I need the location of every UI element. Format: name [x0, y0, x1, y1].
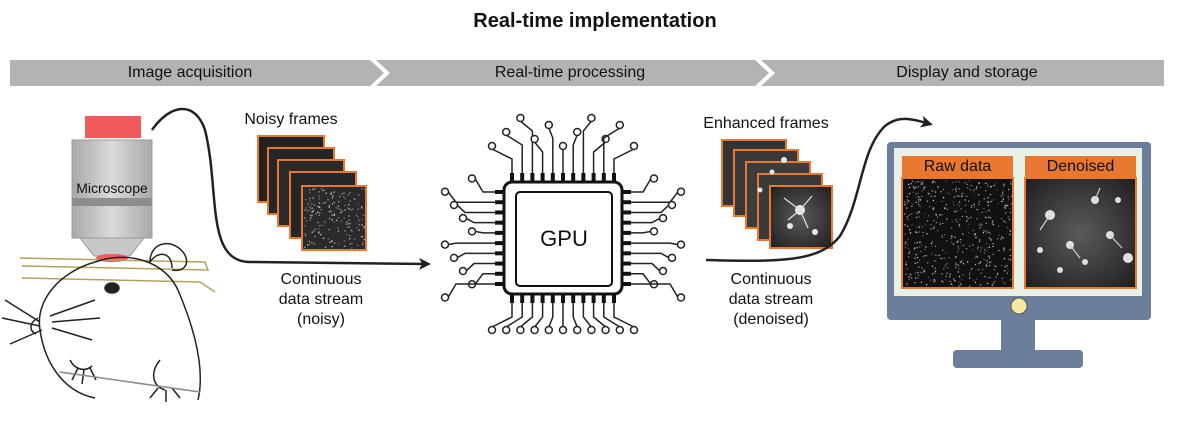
- stream-label-noisy-line-1: Continuous: [280, 271, 362, 288]
- neuron-highlight: [757, 157, 818, 235]
- raw-data-image: [901, 177, 1014, 289]
- denoised-label: Denoised: [1046, 158, 1115, 175]
- laser-beam: [85, 116, 141, 138]
- enhanced-frames-stack: [721, 139, 833, 249]
- mouse-illustration: [1, 242, 216, 402]
- denoised-neurons: [1037, 187, 1133, 273]
- raw-data-panel-header: [902, 156, 1013, 178]
- noise-speckle: [304, 188, 366, 249]
- denoised-panel-header: [1025, 156, 1136, 178]
- stage-label-acquisition: Image acquisition: [127, 64, 253, 81]
- stage-arrow-display: [761, 60, 1164, 86]
- monitor-stand: [953, 350, 1083, 368]
- objective-tip: [78, 237, 146, 257]
- raw-noise-speckle: [904, 180, 1013, 287]
- gpu-pins: [495, 173, 631, 303]
- microscope: [71, 116, 153, 262]
- stream-label-denoised-line-3: (denoised): [733, 311, 809, 328]
- enhanced-frames-label: Enhanced frames: [703, 115, 829, 132]
- noisy-frames-label: Noisy frames: [244, 111, 338, 128]
- denoised-image: [1024, 177, 1137, 289]
- data-stream-arrow-noisy: [150, 107, 431, 270]
- stream-label-noisy: Continuous data stream (noisy): [256, 270, 386, 330]
- gpu-circuit-traces: [440, 113, 686, 335]
- gpu-chip: [440, 113, 686, 335]
- monitor-neck: [1001, 320, 1035, 352]
- stream-label-noisy-line-2: data stream: [278, 291, 364, 308]
- power-button: [1010, 297, 1028, 315]
- pipeline-banner: [10, 60, 1164, 86]
- stream-label-denoised-line-2: data stream: [728, 291, 814, 308]
- monitor: [887, 142, 1151, 368]
- gpu-label: GPU: [540, 226, 588, 251]
- stage-label-display: Display and storage: [896, 64, 1038, 81]
- stage-arrow-acquisition: [10, 60, 384, 86]
- stream-label-denoised-line-1: Continuous: [730, 271, 812, 288]
- stage-arrow-processing: [376, 60, 769, 86]
- gpu-die: [515, 191, 613, 287]
- enhanced-frame-5: [769, 185, 833, 249]
- microscope-label: Microscope: [76, 180, 148, 196]
- data-stream-arrow-denoised: [705, 115, 933, 263]
- stream-label-denoised: Continuous data stream (denoised): [696, 270, 846, 330]
- figure-title: Real-time implementation: [473, 10, 717, 32]
- raw-data-label: Raw data: [923, 158, 992, 175]
- stream-label-noisy-line-3: (noisy): [296, 311, 345, 328]
- noisy-frames-stack: [257, 135, 367, 251]
- stage-label-processing: Real-time processing: [494, 64, 646, 81]
- noisy-frame-5: [301, 185, 367, 251]
